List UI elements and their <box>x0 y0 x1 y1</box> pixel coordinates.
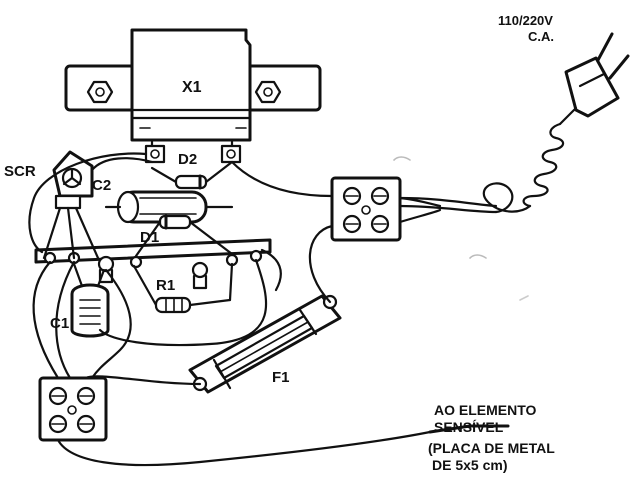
d2-label: D2 <box>178 151 198 168</box>
c2-label: C2 <box>92 177 112 194</box>
diode-d1 <box>134 214 234 258</box>
mains-plug <box>558 32 630 126</box>
scr-label: SCR <box>4 163 36 180</box>
fuse-f1 <box>188 294 342 394</box>
resistor-r1 <box>132 262 234 314</box>
f1-label: F1 <box>272 369 290 386</box>
capacitor-c1 <box>70 262 110 338</box>
mains-cord-coil <box>398 122 565 214</box>
transformer-x1 <box>64 28 322 164</box>
scan-texture <box>393 156 529 301</box>
mains-voltage-label: 110/220V <box>498 13 553 28</box>
diode-d2 <box>150 160 234 190</box>
terminal-block-top <box>330 176 402 242</box>
capacitor-c2 <box>104 190 234 224</box>
transformer-nut-right <box>254 80 282 104</box>
terminal-block-bottom <box>38 376 108 442</box>
r1-label: R1 <box>156 277 176 294</box>
terminal-strip <box>34 238 272 290</box>
scr-component <box>42 150 100 260</box>
mains-type-label: C.A. <box>528 29 554 44</box>
d1-label: D1 <box>140 229 160 246</box>
sensor-label-line2: SENSÍVEL <box>434 419 504 435</box>
transformer-label: X1 <box>182 79 202 96</box>
wiring <box>28 152 510 467</box>
c1-label: C1 <box>50 315 70 332</box>
sensor-label-line1: AO ELEMENTO <box>434 402 537 418</box>
transformer-nut-left <box>86 80 114 104</box>
sensor-label-line4: DE 5x5 cm) <box>432 457 508 473</box>
sensor-label-line3: (PLACA DE METAL <box>428 440 555 456</box>
